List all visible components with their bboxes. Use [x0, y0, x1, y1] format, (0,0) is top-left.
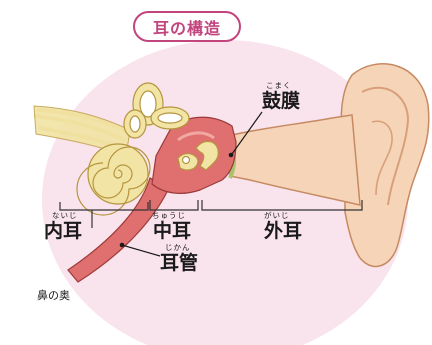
diagram-title: 耳の構造	[133, 11, 241, 42]
eustachian-tube-label: 耳管	[160, 254, 198, 273]
outer-ear-label: 外耳	[264, 222, 302, 241]
eardrum-reading: こまく	[266, 82, 292, 90]
eustachian-tube-reading: じかん	[165, 244, 191, 252]
eardrum-label: 鼓膜	[262, 92, 300, 111]
tube-dot	[120, 243, 125, 248]
inner-ear-label: 内耳	[44, 222, 82, 241]
inner-ear-reading: ないじ	[52, 212, 78, 220]
eardrum-dot	[229, 153, 234, 158]
back-of-nose-label: 鼻の奥	[37, 290, 70, 301]
middle-ear-label: 中耳	[153, 222, 191, 241]
middle-ear-reading: ちゅうじ	[152, 212, 186, 220]
outer-ear-reading: がいじ	[264, 212, 290, 220]
